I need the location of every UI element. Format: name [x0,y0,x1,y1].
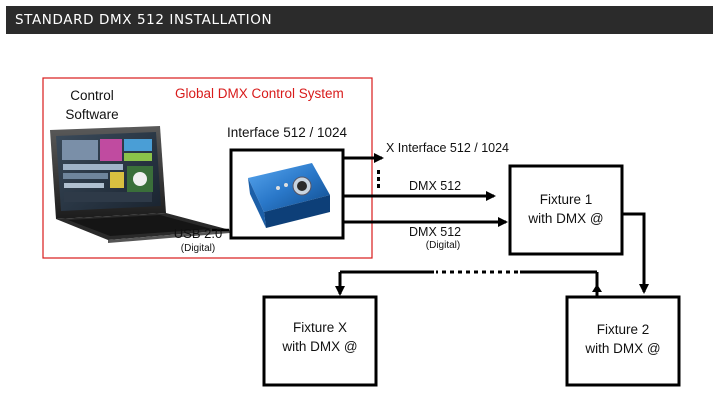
dmx-output-sublabel-2: (Digital) [426,240,460,251]
global-system-label: Global DMX Control System [175,86,344,101]
dmx-interface-device-icon [248,163,330,228]
usb-label: USB 2.0 [174,226,222,241]
fixture2-connector-arrowhead [592,284,602,292]
fixture-x-label-line2: with DMX @ [281,339,357,354]
interface-label: Interface 512 / 1024 [227,125,348,140]
fixture-1-label-line1: Fixture 1 [540,192,593,207]
page-title: STANDARD DMX 512 INSTALLATION [15,12,273,28]
x-interface-label: X Interface 512 / 1024 [386,141,509,155]
global-system-frame [42,77,373,259]
dmx-output-label-1: DMX 512 [409,179,461,193]
dmx-output-label-2: DMX 512 [409,225,461,239]
fixture-1-box [508,164,624,256]
laptop-icon [50,126,230,243]
fixture1-to-fixture2-connector [622,212,649,294]
fixture-x-box [262,295,378,387]
control-software-label-line1: Control [70,88,114,103]
output-ellipsis [377,170,380,188]
control-software-label-line2: Software [65,107,118,122]
usb-sublabel: (Digital) [181,243,215,254]
page-header: STANDARD DMX 512 INSTALLATION [6,6,713,34]
fixture-2-box [565,295,681,387]
fixture-1-label-line2: with DMX @ [527,211,603,226]
fixture-2-label-line2: with DMX @ [584,341,660,356]
fixture-x-label-line1: Fixture X [293,320,347,335]
fixture-2-label-line1: Fixture 2 [597,322,650,337]
